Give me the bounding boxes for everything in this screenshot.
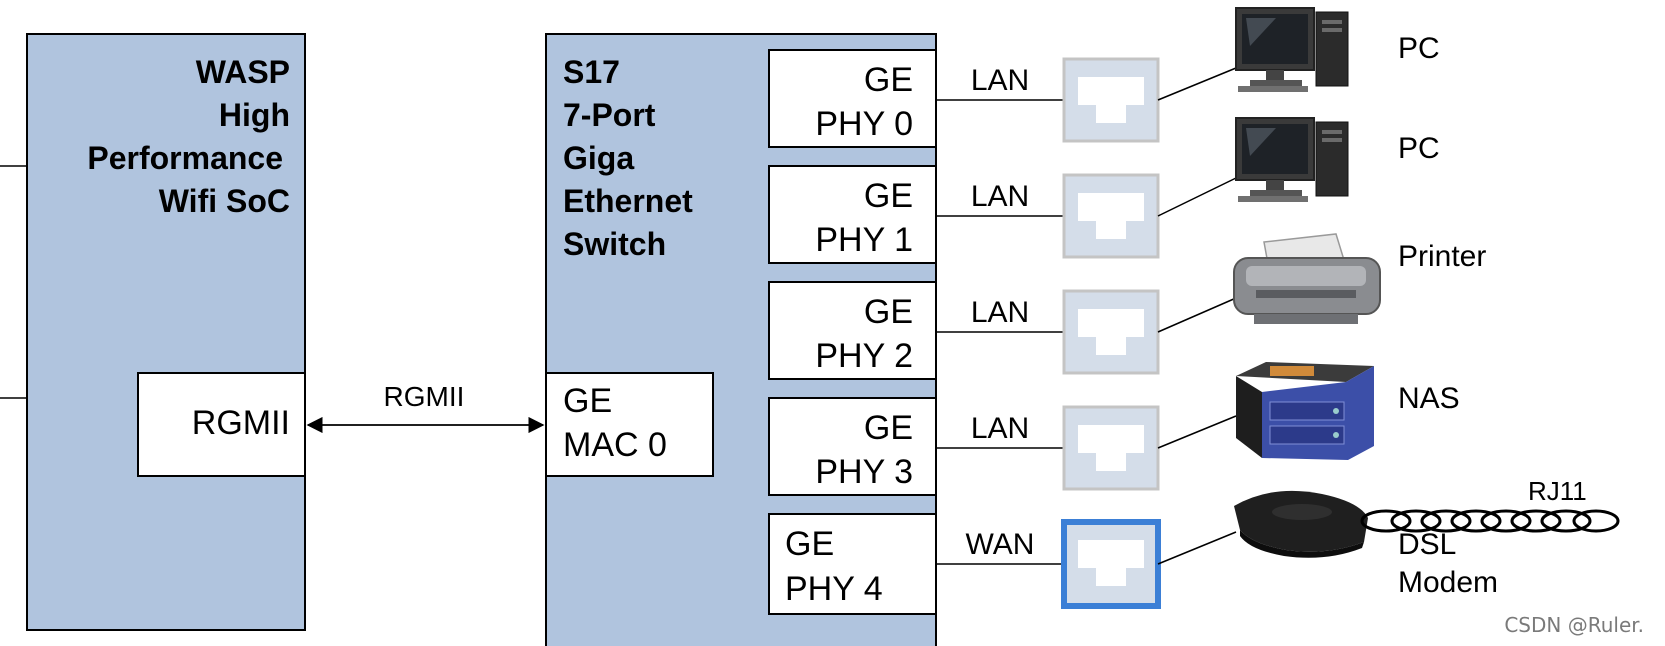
pc-icon [1235,7,1349,92]
device-label-3: NAS [1398,382,1460,415]
ge-phy-3: GE PHY 3 [768,397,937,496]
port-label-3: LAN [971,412,1029,445]
rj45-jack-wan-icon [1061,519,1161,609]
soc-rgmii-label: RGMII [192,404,290,442]
ge-phy-0: GE PHY 0 [768,49,937,148]
ge-phy-2: GE PHY 2 [768,281,937,380]
device-label-4-line-2: Modem [1398,566,1498,599]
pc-icon [1235,117,1349,202]
device-label-1: PC [1398,132,1440,165]
ge-phy-1-line-2: PHY 1 [815,221,913,259]
rj45-jack-icon [1062,289,1160,375]
switch-title-line-4: Ethernet [563,183,693,219]
ge-phy-3-line-2: PHY 3 [815,453,913,491]
device-label-4-line-1: DSL [1398,528,1456,561]
port-link-4: WAN [936,528,1064,565]
rgmii-link: RGMII [306,381,545,434]
port-link-0: LAN [936,64,1064,101]
rj11-label: RJ11 [1528,476,1587,506]
rj45-jack-icon [1062,173,1160,259]
soc-title-line-4: Wifi SoC [159,183,290,219]
nas-icon [1236,362,1374,460]
ge-phy-4: GE PHY 4 [768,513,937,615]
ge-mac-0: GE MAC 0 [545,372,714,477]
soc-rgmii-port: RGMII [137,372,306,477]
ge-mac-0-line-2: MAC 0 [563,426,667,464]
device-cable-2 [1157,297,1237,333]
printer-icon [1233,233,1381,324]
soc-title-line-2: High [219,97,290,133]
soc-title-line-3: Performance [87,140,283,176]
ge-phy-0-line-2: PHY 0 [815,105,913,143]
device-label-0: PC [1398,32,1440,65]
ge-phy-4-line-2: PHY 4 [785,570,883,608]
soc-block: WASP High Performance Wifi SoC RGMII [0,33,306,631]
device-cable-3 [1157,415,1237,449]
ge-phy-4-line-1: GE [785,525,834,563]
ge-phy-0-line-1: GE [864,61,913,99]
ge-mac-0-line-1: GE [563,382,612,420]
ge-phy-3-line-1: GE [864,409,913,447]
port-link-1: LAN [936,180,1064,217]
rj45-jack-icon [1062,57,1160,143]
switch-title-line-2: 7-Port [563,97,656,133]
rj45-jack-icon [1062,405,1160,491]
watermark: CSDN @Ruler. [1504,613,1644,637]
port-label-0: LAN [971,64,1029,97]
ge-phy-2-line-2: PHY 2 [815,337,913,375]
device-label-2: Printer [1398,240,1486,273]
port-label-4: WAN [966,528,1035,561]
device-cable-1 [1157,177,1237,217]
port-label-1: LAN [971,180,1029,213]
switch-title-line-5: Switch [563,226,666,262]
ge-phy-1-line-1: GE [864,177,913,215]
rj11-cord-icon [1360,509,1620,533]
rgmii-link-label: RGMII [384,381,465,412]
switch-title-line-3: Giga [563,140,634,176]
port-label-2: LAN [971,296,1029,329]
modem-icon [1234,490,1368,558]
device-cable-0 [1157,67,1237,101]
switch-block: S17 7-Port Giga Ethernet Switch GE MAC 0… [545,33,937,646]
ge-phy-2-line-1: GE [864,293,913,331]
port-link-3: LAN [936,412,1064,449]
switch-title-line-1: S17 [563,54,620,90]
ge-phy-1: GE PHY 1 [768,165,937,264]
soc-title-line-1: WASP [196,54,290,90]
device-cable-4 [1157,531,1237,565]
port-link-2: LAN [936,296,1064,333]
